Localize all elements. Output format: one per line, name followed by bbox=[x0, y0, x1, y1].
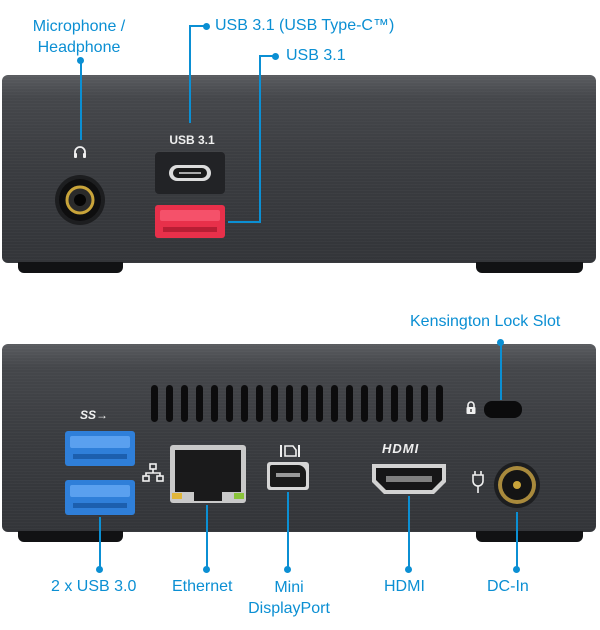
label-usb31: USB 3.1 bbox=[286, 47, 346, 64]
label-usb-typec: USB 3.1 (USB Type-C™) bbox=[215, 17, 395, 34]
headphone-icon bbox=[74, 146, 86, 158]
hdmi-logo: HDMI bbox=[382, 441, 420, 456]
rear-chassis bbox=[2, 344, 596, 532]
callout-line-mini-dp bbox=[287, 492, 289, 570]
usb30-port-bottom bbox=[65, 480, 135, 515]
rear-foot-left bbox=[18, 531, 123, 542]
callout-line-hdmi bbox=[408, 496, 410, 570]
displayport-icon bbox=[280, 445, 300, 457]
mini-displayport-port bbox=[267, 462, 309, 490]
usb-typec-port bbox=[155, 152, 225, 194]
callout-line-typec-h bbox=[190, 25, 207, 27]
network-icon bbox=[142, 463, 164, 482]
superspeed-logo-text: SS bbox=[80, 408, 97, 422]
callout-line-kensington bbox=[500, 343, 502, 400]
callout-line-ethernet bbox=[206, 505, 208, 570]
callout-line-audio bbox=[80, 60, 82, 140]
lock-icon bbox=[466, 401, 476, 414]
callout-line-usb30 bbox=[99, 517, 101, 570]
label-ethernet: Ethernet bbox=[172, 578, 233, 595]
usb30-port-top bbox=[65, 431, 135, 466]
label-usb30: 2 x USB 3.0 bbox=[51, 578, 137, 595]
label-mini-displayport: Mini DisplayPort bbox=[248, 579, 330, 617]
front-foot-left bbox=[18, 262, 123, 273]
power-plug-icon bbox=[472, 471, 484, 493]
ethernet-port bbox=[170, 445, 246, 503]
callout-dot-kensington bbox=[497, 339, 504, 346]
front-foot-right bbox=[476, 262, 583, 273]
callout-line-typec-v bbox=[189, 25, 191, 123]
rear-foot-right bbox=[476, 531, 583, 542]
label-kensington-lock-slot: Kensington Lock Slot bbox=[410, 313, 561, 330]
front-chassis bbox=[2, 75, 596, 263]
callout-line-dc-in bbox=[516, 512, 518, 570]
callout-line-usb31-h bbox=[260, 55, 276, 57]
silkscreen-usb-label: USB 3.1 bbox=[169, 133, 215, 147]
callout-line-usb31-v bbox=[259, 55, 261, 223]
label-hdmi: HDMI bbox=[384, 578, 425, 595]
usb31-port bbox=[155, 205, 225, 238]
callout-line-usb31-h2 bbox=[228, 221, 261, 223]
label-dc-in: DC-In bbox=[487, 578, 529, 595]
kensington-slot bbox=[484, 401, 522, 418]
dc-in-jack bbox=[494, 462, 540, 508]
hdmi-port bbox=[372, 464, 446, 494]
callout-dot-audio bbox=[77, 57, 84, 64]
label-microphone-headphone: Microphone / Headphone bbox=[32, 18, 126, 56]
superspeed-usb-icon: SS→ bbox=[80, 408, 109, 422]
audio-jack bbox=[55, 175, 105, 225]
